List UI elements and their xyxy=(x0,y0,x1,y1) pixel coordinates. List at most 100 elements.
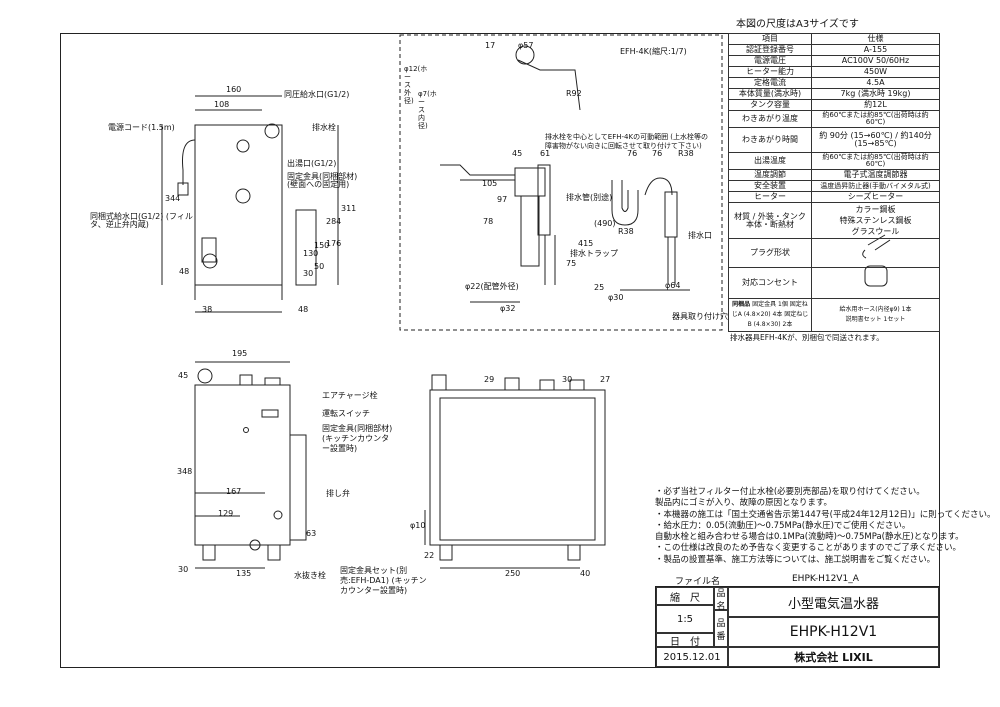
front-dim-30: 30 xyxy=(178,565,189,574)
spec-material: 材質 / 外装・タンク本体・断熱材カラー鋼板特殊ステンレス鋼板グラスウール xyxy=(728,202,940,239)
date-label: 日 付 xyxy=(656,633,714,648)
notes: ・必ず当社フィルター付止水栓(必要別売部品)を取り付けてください。 製品内にゴミ… xyxy=(655,487,996,566)
box-dim-45: 45 xyxy=(512,149,523,158)
note-line: ・給水圧力：0.05(流動圧)～0.75MPa(静水圧)でご使用ください。 xyxy=(655,520,911,531)
box-dim-r38b: R38 xyxy=(678,149,694,158)
note-line: 自動水栓と組み合わせる場合は0.1MPa(流動時)～0.75MPa(静水圧)とな… xyxy=(655,532,964,543)
box-dim-57: φ57 xyxy=(518,41,534,50)
scale-note: 本図の尺度はA3サイズです xyxy=(736,19,859,30)
dim-160: 160 xyxy=(226,85,242,94)
spec-accessories: 同梱品 固定金具 1個 固定ねじA (4.8×20) 4本 固定ねじB (4.8… xyxy=(728,298,940,332)
box-dim-30: φ30 xyxy=(608,293,624,302)
dim-48a: 48 xyxy=(179,267,190,276)
box-title: EFH-4K(縮尺:1/7) xyxy=(620,47,687,56)
spec-footnote: 排水器具EFH-4Kが、別梱包で同送されます。 xyxy=(730,333,884,342)
box-dim-32: φ32 xyxy=(500,304,516,313)
box-dim-r38a: R38 xyxy=(618,227,634,236)
scale-label: 縮 尺 xyxy=(656,587,714,605)
front-view-body xyxy=(194,384,291,546)
box-dim-490: (490) xyxy=(594,219,616,228)
spec-plug: プラグ形状 xyxy=(728,238,940,268)
date-value: 2015.12.01 xyxy=(656,647,728,667)
dim-176: 176 xyxy=(326,239,342,248)
note-line: ・この仕様は改良のため予告なく変更することがありますのでご了承ください。 xyxy=(655,543,962,554)
label-outlet: 出湯口(G1/2) xyxy=(287,159,337,168)
box-dim-64: φ64 xyxy=(665,281,681,290)
dim-130: 130 xyxy=(303,249,319,258)
label-bracket-set: 固定金具セット(別売:EFH-DA1) (キッチンカウンター設置時) xyxy=(340,566,427,595)
label-drain-valve: 排し弁 xyxy=(326,489,350,498)
note-line: ・必ず当社フィルター付止水栓(必要別売部品)を取り付けてください。 xyxy=(655,487,925,497)
side-dim-30: 30 xyxy=(562,375,573,384)
label-inlet: 同圧給水口(G1/2) xyxy=(284,90,350,99)
company-name: 株式会社 LIXIL xyxy=(728,647,939,667)
front-dim-348: 348 xyxy=(177,467,193,476)
scale-value: 1:5 xyxy=(656,605,714,633)
box-drain-pan: 排水トラップ xyxy=(570,249,618,258)
front-dim-129: 129 xyxy=(218,509,234,518)
label-power-cord: 電源コード(1.5m) xyxy=(108,123,175,132)
product-code: EHPK-H12V1 xyxy=(728,617,939,647)
dim-108: 108 xyxy=(214,100,230,109)
side-dim-40: 40 xyxy=(580,569,591,578)
box-hose: φ12(ホース外径) xyxy=(404,65,428,105)
box-check: 排水口 xyxy=(688,231,712,240)
spec-outlet: 対応コンセント xyxy=(728,267,940,299)
label-switch: 運転スイッチ xyxy=(322,409,370,418)
spec-row: 安全装置温度過昇防止器(手動バイメタル式) xyxy=(728,180,940,192)
side-dim-27: 27 xyxy=(600,375,611,384)
note-line: ・本機器の施工は「国土交通省告示第1447号(平成24年12月12日)」に則って… xyxy=(655,509,996,520)
side-dim-10: φ10 xyxy=(410,521,426,530)
spec-row: 本体質量(満水時)7kg (満水時 19kg) xyxy=(728,88,940,100)
box-drain-support: 排水管(別途) xyxy=(566,193,613,202)
note-line: ・製品の設置基準、施工方法等については、施工説明書をご覧ください。 xyxy=(655,554,936,565)
front-dim-63: 63 xyxy=(306,529,317,538)
box-dim-76a: 76 xyxy=(627,149,638,158)
label-supply-filter: 同梱式給水口(G1/2) (フィルタ、逆止弁内蔵) xyxy=(90,212,193,229)
side-dim-22: 22 xyxy=(424,551,435,560)
front-dim-135: 135 xyxy=(236,569,252,578)
box-dim-75: 75 xyxy=(566,259,577,268)
box-dim-25: 25 xyxy=(594,283,605,292)
spec-row: わきあがり温度約60℃または約85℃(出荷時は約60℃) xyxy=(728,110,940,128)
top-view-body xyxy=(194,124,283,286)
plug-icon xyxy=(811,238,940,268)
front-dim-195: 195 xyxy=(232,349,248,358)
front-dim-45: 45 xyxy=(178,371,189,380)
dim-48b: 48 xyxy=(298,305,309,314)
box-pipe-diam: φ22(配管外径) xyxy=(465,282,519,291)
spec-row: 温度調節電子式温度調節器 xyxy=(728,169,940,181)
side-view-body xyxy=(429,389,606,546)
name-label: 品名 xyxy=(714,587,728,612)
label-front-bracket: 固定金具(同梱部材) (キッチンカウンター設置時) xyxy=(322,424,393,453)
dim-344: 344 xyxy=(165,194,181,203)
label-air-vent: エアチャージ栓 xyxy=(322,391,378,400)
spec-row: ヒーターシーズヒーター xyxy=(728,191,940,203)
box-hose-inner: φ7(ホース内径) xyxy=(418,90,437,130)
spec-row: わきあがり時間約 90分 (15→60℃) / 約140分 (15→85℃) xyxy=(728,127,940,153)
label-bracket: 固定金具(同梱部材) (壁面への固定用) xyxy=(287,172,358,189)
product-name: 小型電気温水器 xyxy=(728,587,939,617)
box-dim-61: 61 xyxy=(540,149,551,158)
drawing-frame xyxy=(60,33,940,668)
box-dim-76b: 76 xyxy=(652,149,663,158)
box-hole: 器具取り付け穴 xyxy=(672,312,728,321)
title-block: 縮 尺 1:5 日 付 2015.12.01 品名 品番 小型電気温水器 EHP… xyxy=(655,586,940,668)
side-dim-29: 29 xyxy=(484,375,495,384)
label-drain-plug: 排水栓 xyxy=(312,123,336,132)
note-line: 製品内にゴミが入り、故障の原因となります。 xyxy=(655,498,833,509)
box-dim-105: 105 xyxy=(482,179,498,188)
front-dim-167: 167 xyxy=(226,487,242,496)
file-label: ファイル名 xyxy=(675,577,721,587)
box-dim-415: 415 xyxy=(578,239,594,248)
dim-50: 50 xyxy=(314,262,325,271)
box-dim-17: 17 xyxy=(485,41,496,50)
box-dim-97: 97 xyxy=(497,195,508,204)
box-dim-78: 78 xyxy=(483,217,494,226)
dim-30: 30 xyxy=(303,269,314,278)
